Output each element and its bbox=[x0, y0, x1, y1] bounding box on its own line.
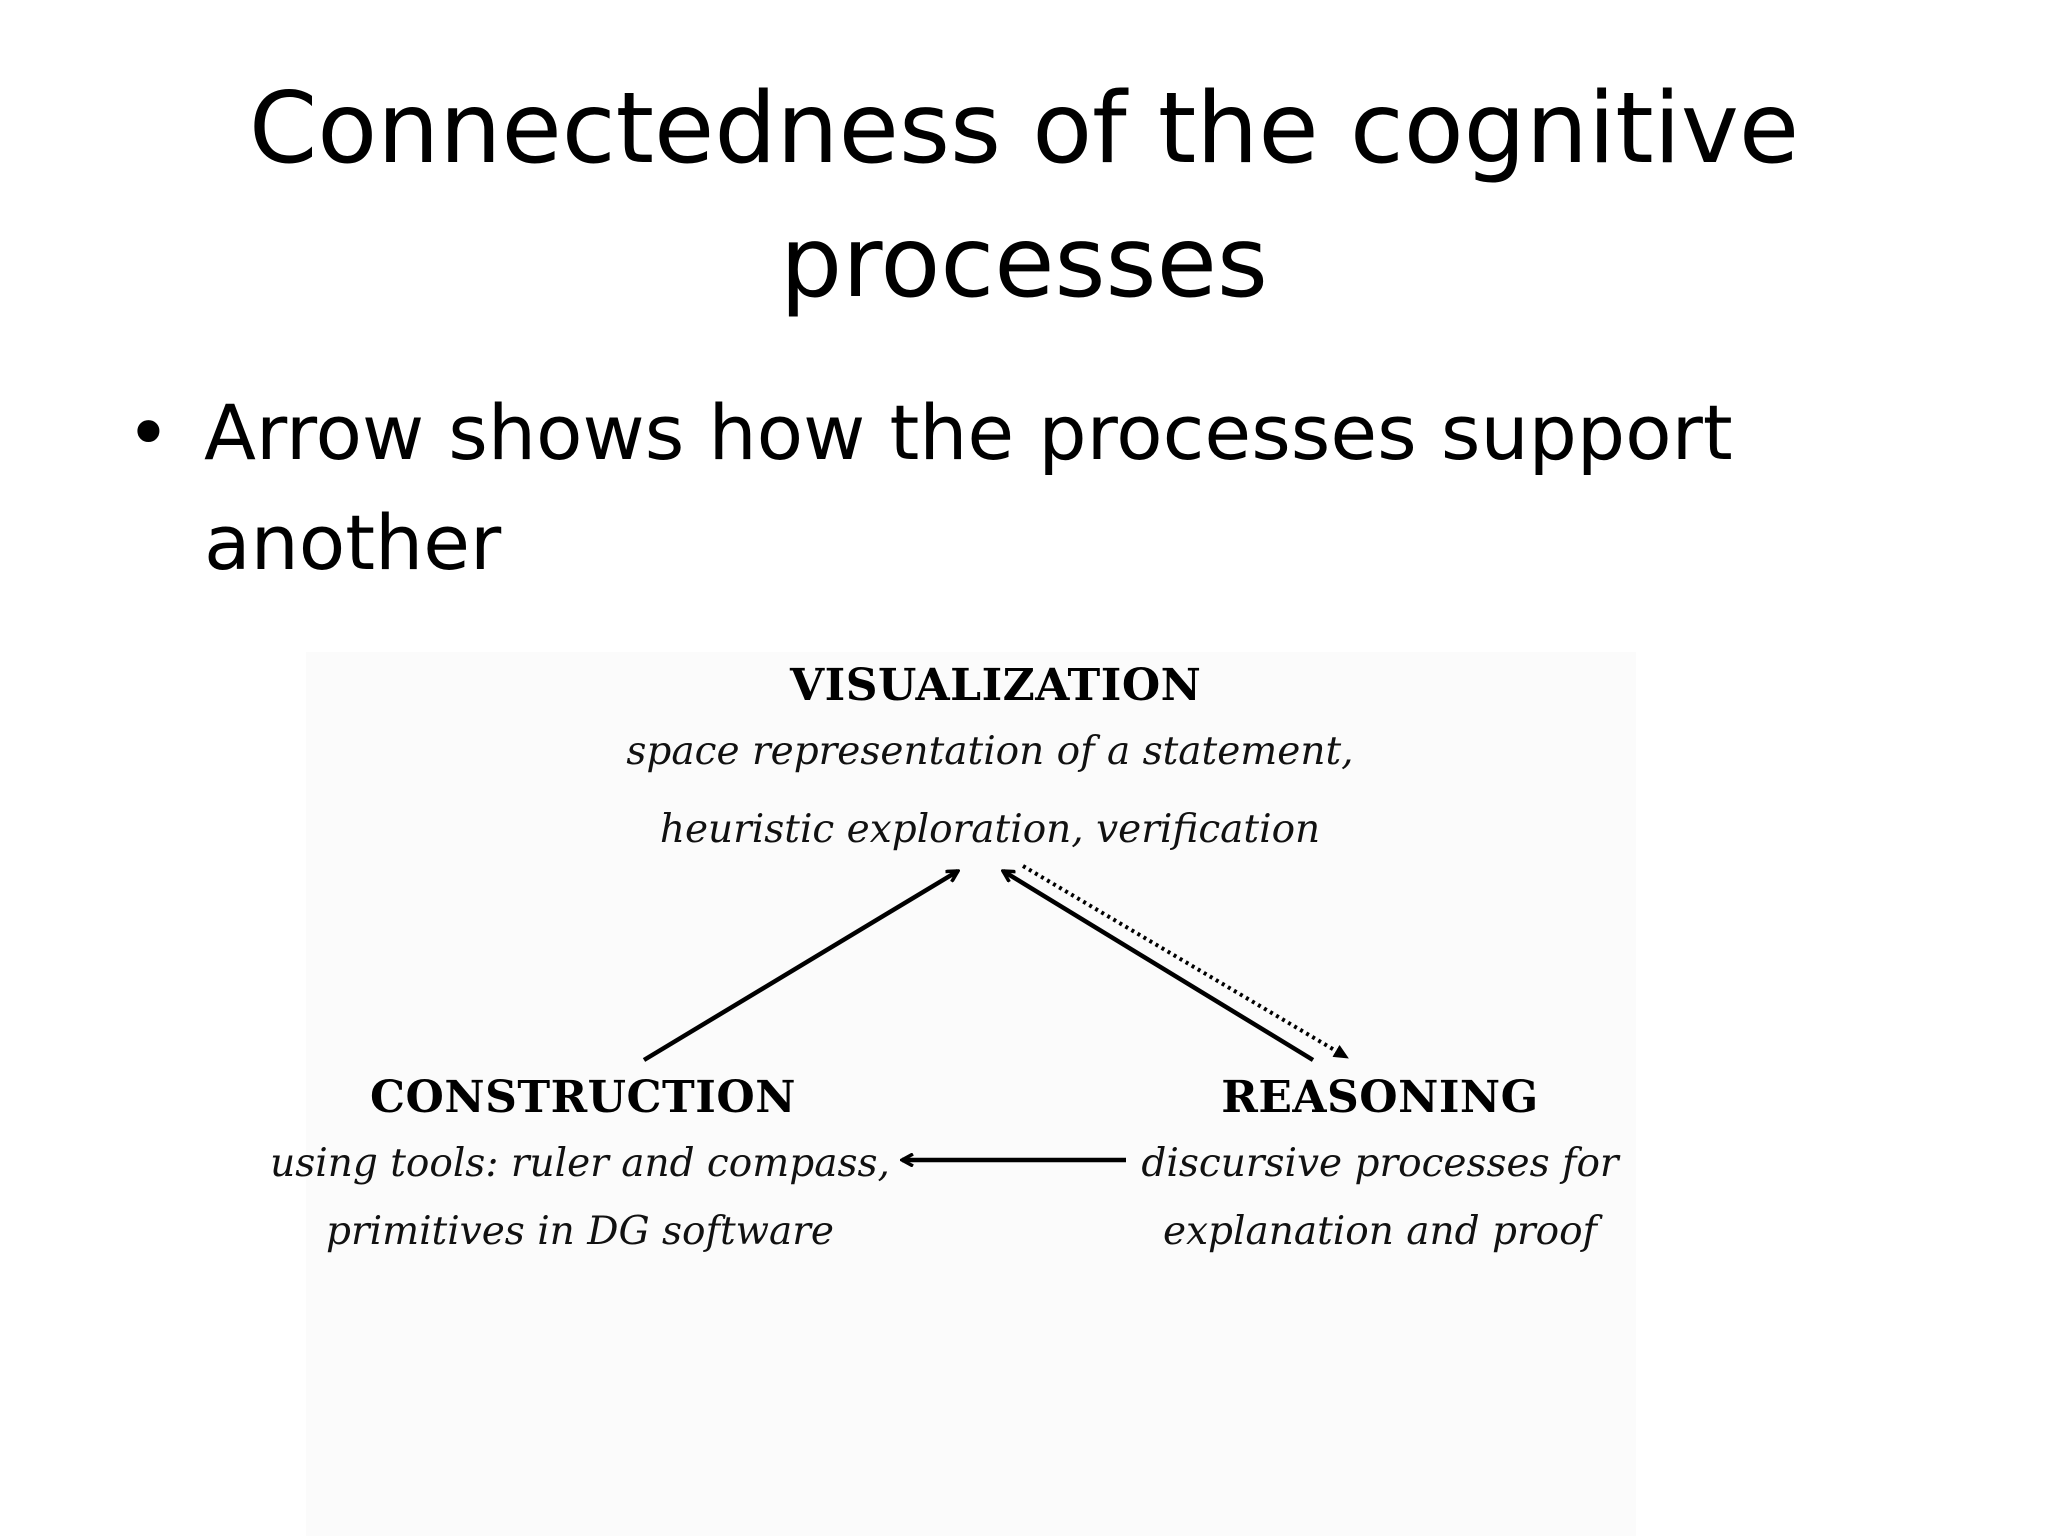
visualization-title: VISUALIZATION bbox=[790, 660, 1202, 711]
reasoning-title: REASONING bbox=[1221, 1072, 1539, 1123]
bullet-item: • Arrow shows how the processes support … bbox=[118, 378, 1764, 598]
arrow-visualization-to-reasoning-dotted bbox=[1021, 864, 1350, 1060]
bullet-marker: • bbox=[126, 388, 171, 477]
construction-desc-line-1: using tools: ruler and compass, bbox=[270, 1141, 890, 1186]
bullet-text: Arrow shows how the processes support an… bbox=[204, 388, 1733, 587]
arrow-reasoning-to-visualization bbox=[1003, 869, 1315, 1062]
reasoning-desc-line-2: explanation and proof bbox=[1162, 1209, 1597, 1254]
reasoning-desc-line-1: discursive processes for bbox=[1141, 1141, 1619, 1186]
construction-desc-line-2: primitives in DG software bbox=[326, 1209, 834, 1254]
visualization-desc-line-2: heuristic exploration, verification bbox=[659, 807, 1321, 852]
bullet-list: • Arrow shows how the processes support … bbox=[118, 378, 1918, 598]
visualization-desc-line-1: space representation of a statement, bbox=[626, 729, 1354, 774]
arrow-construction-to-visualization bbox=[642, 869, 958, 1062]
slide-title: Connectedness of the cognitive processes bbox=[248, 72, 1800, 320]
figure-background bbox=[306, 652, 1636, 1536]
construction-title: CONSTRUCTION bbox=[370, 1072, 796, 1123]
